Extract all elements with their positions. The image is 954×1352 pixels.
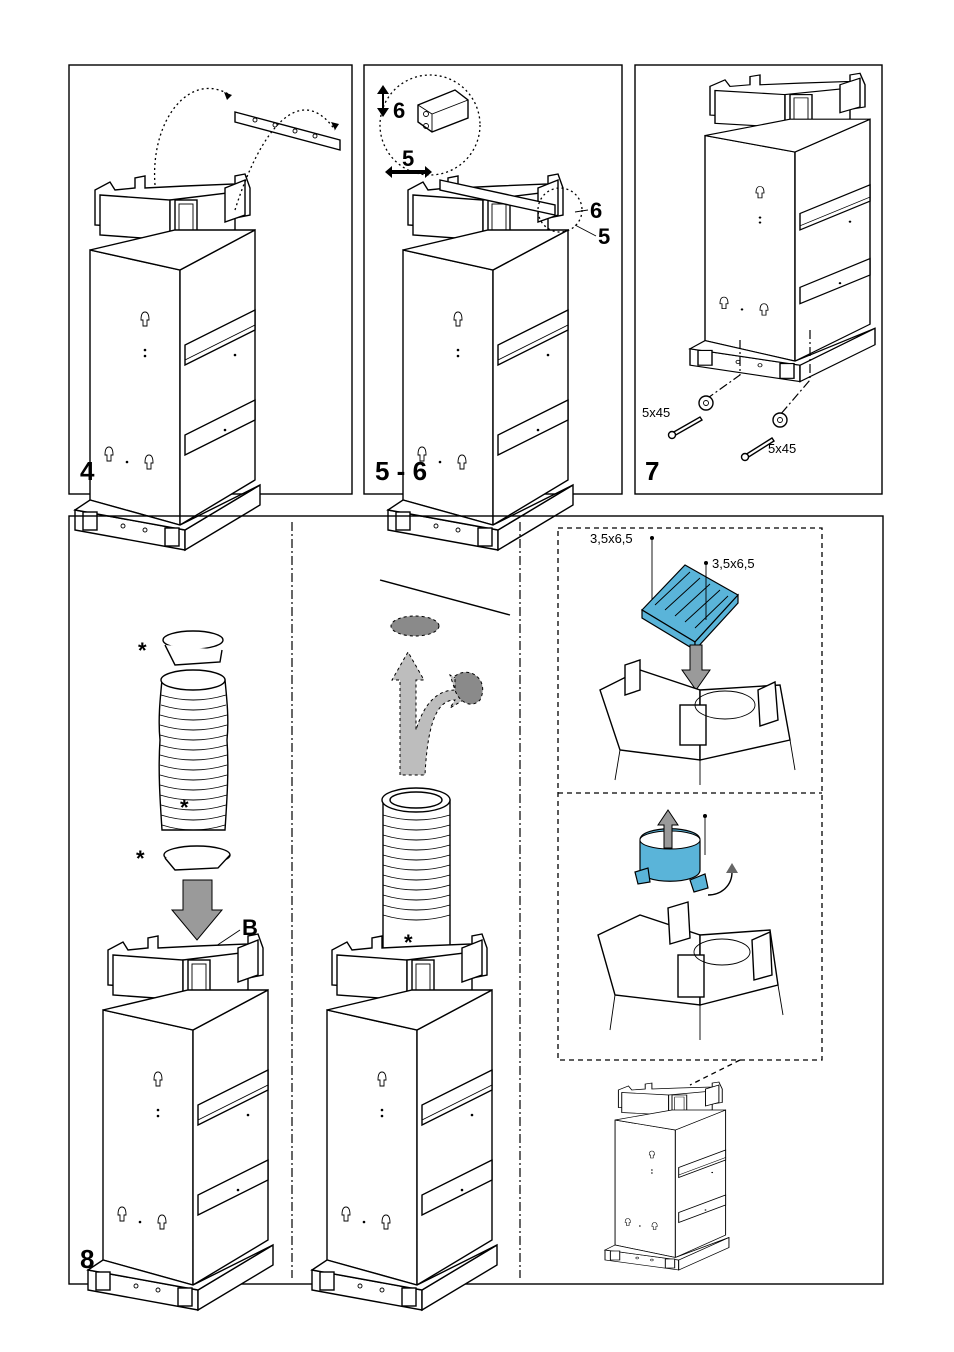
asterisk-top-clamp: * bbox=[138, 638, 147, 663]
callout-6-side: 6 bbox=[590, 198, 602, 223]
step-number-8: 8 bbox=[80, 1244, 94, 1274]
callout-5-top: 5 bbox=[402, 146, 414, 171]
flexible-duct-with-clamps: * * * B bbox=[136, 631, 258, 950]
asterisk-duct: * bbox=[180, 795, 189, 820]
hood-unit-col3 bbox=[605, 1082, 729, 1270]
callout-6-top: 6 bbox=[393, 98, 405, 123]
step-number-4: 4 bbox=[80, 456, 95, 486]
hood-unit-col2 bbox=[312, 934, 497, 1310]
panel-7: 5x45 5x45 7 bbox=[635, 65, 882, 494]
hood-unit-col1 bbox=[88, 934, 273, 1310]
asterisk-bottom-clamp: * bbox=[136, 846, 145, 871]
screw-size-left: 5x45 bbox=[642, 405, 670, 420]
exhaust-flow bbox=[380, 580, 510, 775]
panel-8: * * * B * bbox=[69, 516, 883, 1310]
screw-size-b: 3,5x6,5 bbox=[712, 556, 755, 571]
panel-4: 4 bbox=[69, 65, 352, 550]
step-number-7: 7 bbox=[645, 456, 659, 486]
installed-duct: * bbox=[382, 788, 450, 960]
step-number-5-6: 5 - 6 bbox=[375, 456, 427, 486]
screw-size-right: 5x45 bbox=[768, 441, 796, 456]
ring-detail bbox=[598, 810, 783, 1040]
screw-size-a: 3,5x6,5 bbox=[590, 531, 633, 546]
callout-5-side: 5 bbox=[598, 224, 610, 249]
panel-5-6: 6 5 6 5 5 - 6 bbox=[364, 65, 622, 550]
